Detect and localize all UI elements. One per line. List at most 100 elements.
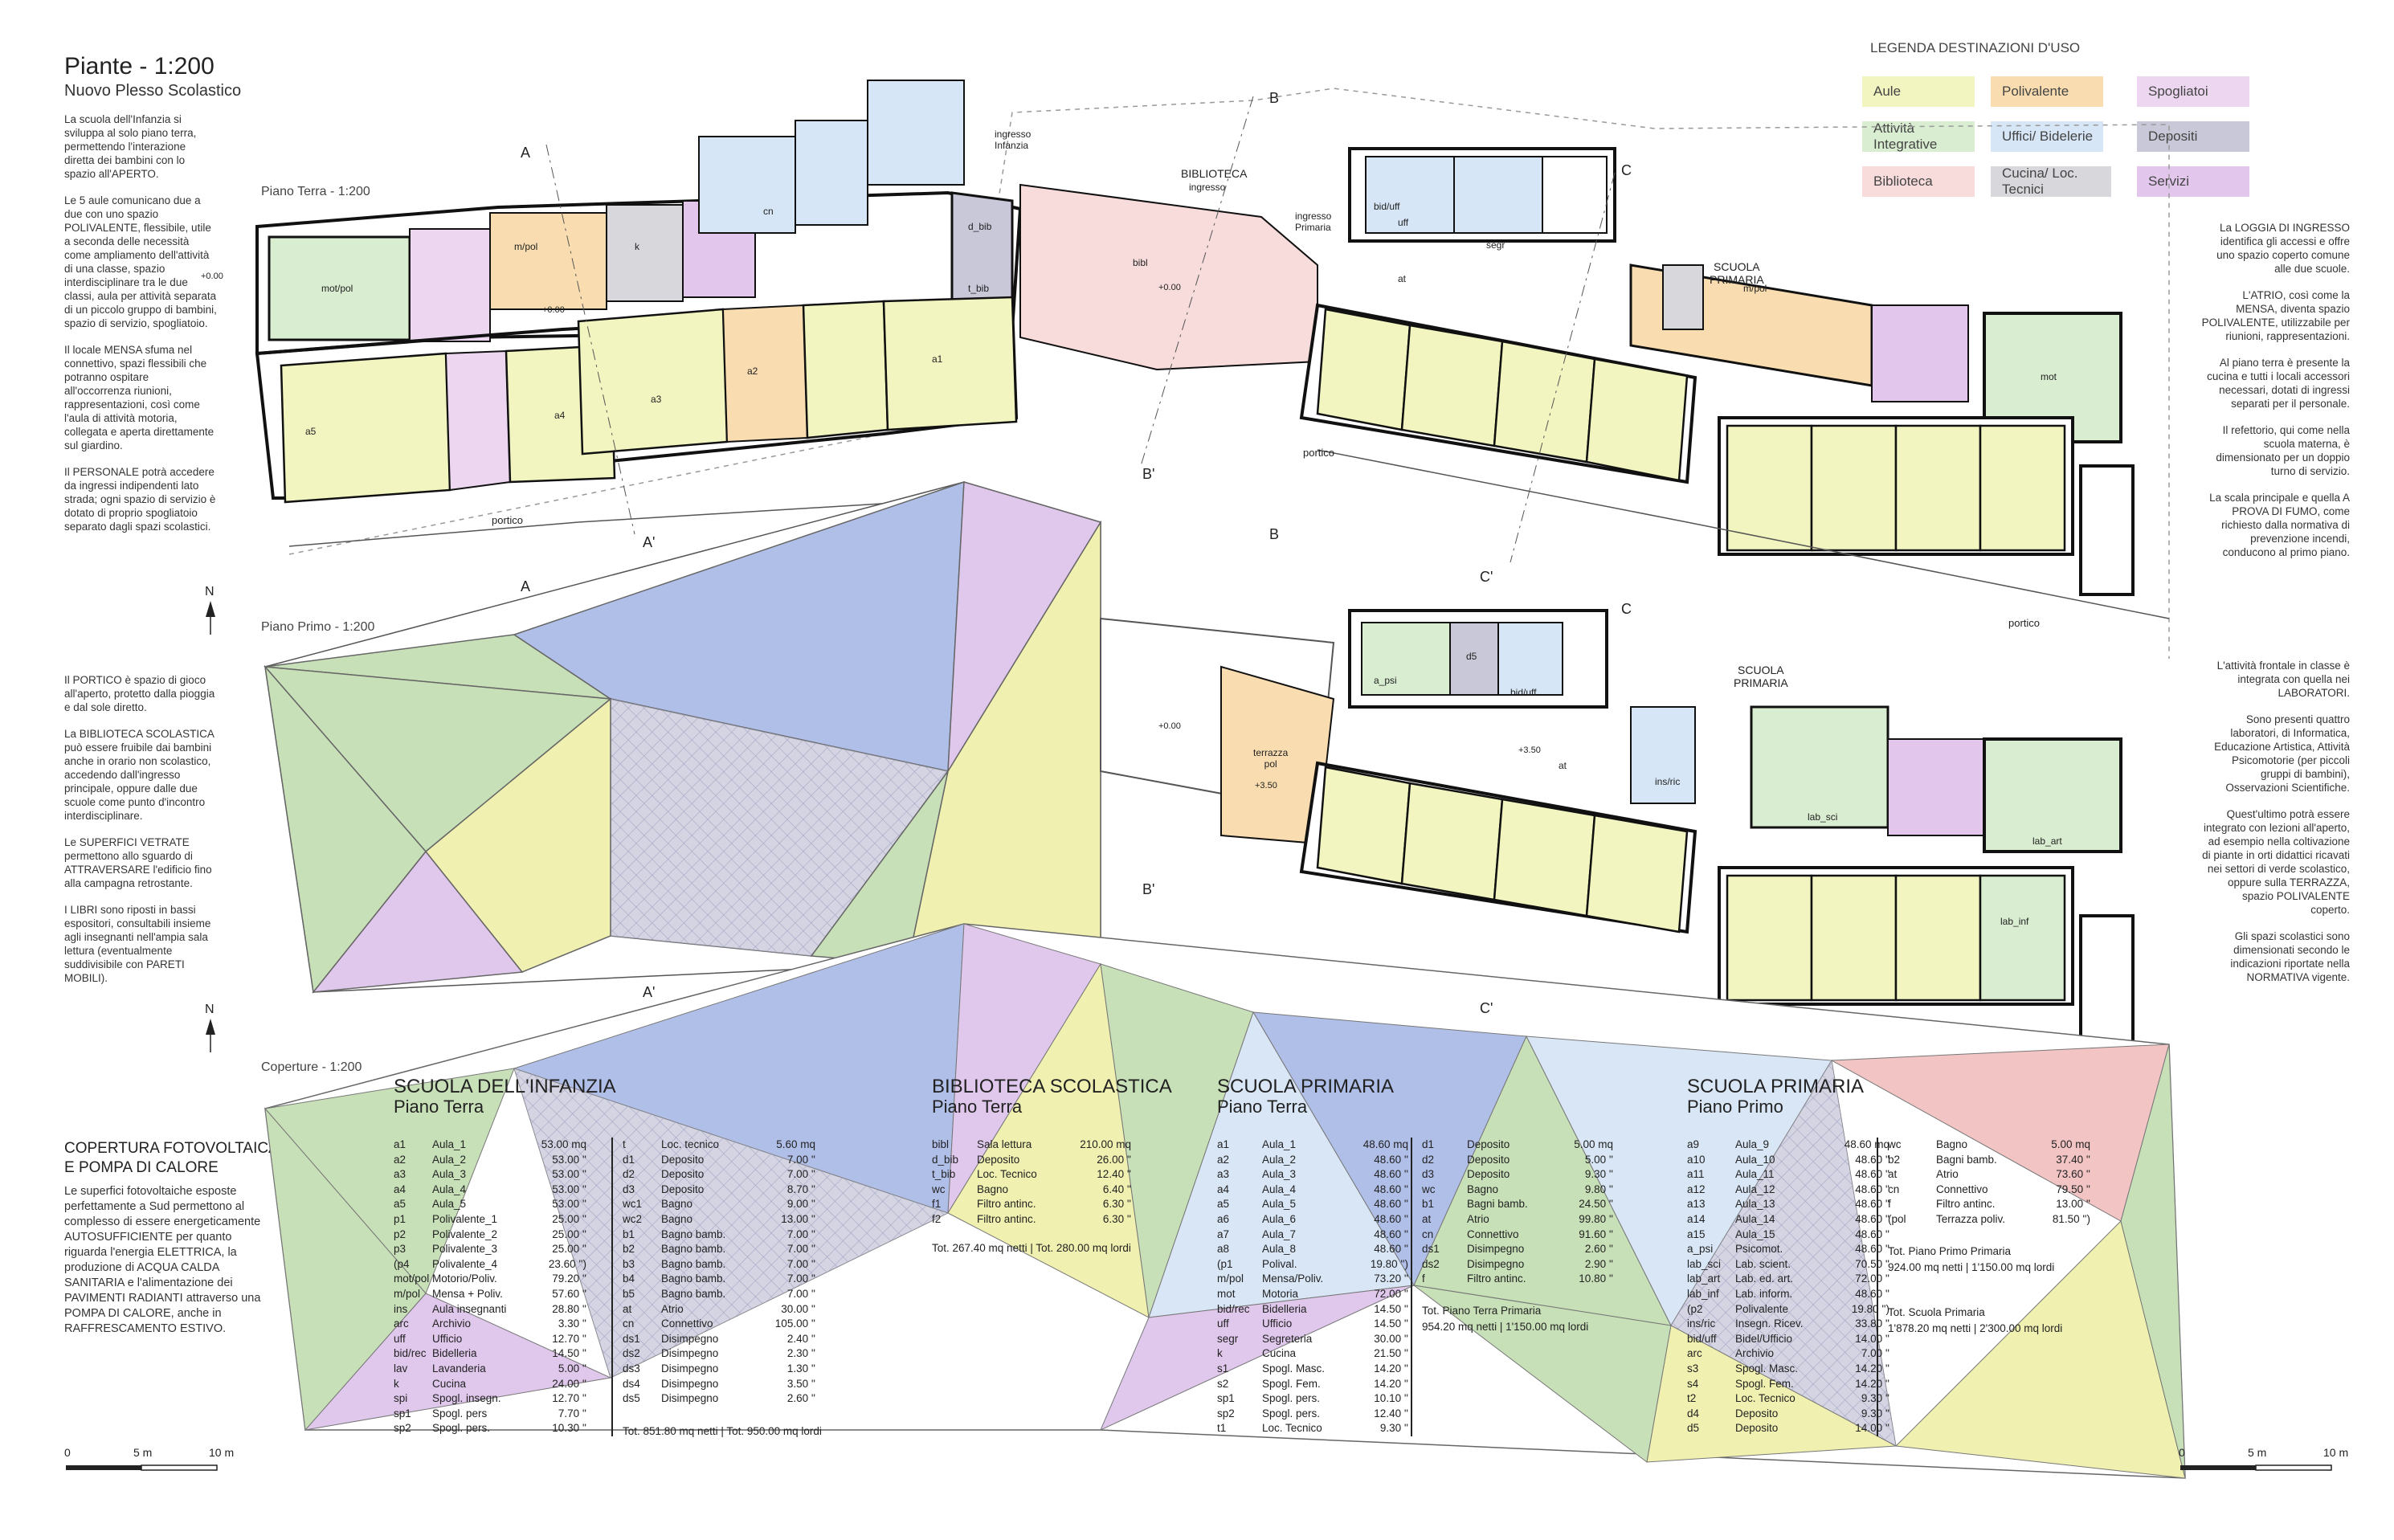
room-code: wc xyxy=(1888,1138,1902,1150)
copertura-text: Le superfici fotovoltaiche esposte perfe… xyxy=(64,1185,261,1335)
room-area: 5.60 mq xyxy=(776,1138,815,1150)
room-name: Insegn. Ricev. xyxy=(1735,1317,1804,1330)
area-table-total: Tot. 851.80 mq netti | Tot. 950.00 mq lo… xyxy=(623,1425,822,1437)
north-arrow-2 xyxy=(206,1019,215,1052)
label-primaria: PRIMARIA xyxy=(1734,676,1788,689)
room-name: Deposito xyxy=(661,1183,705,1195)
area-table-divider xyxy=(1877,1138,1878,1436)
room-name: Aula_9 xyxy=(1735,1138,1770,1150)
north-label-1: N xyxy=(205,585,214,598)
room-area: 2.40 '' xyxy=(786,1332,815,1345)
label-scuola: SCUOLA xyxy=(1738,664,1784,676)
room-area: 10.30 '' xyxy=(552,1422,586,1435)
level-350-1: +3.50 xyxy=(1518,745,1541,755)
room-code: a_psi xyxy=(1687,1243,1714,1256)
area-table-heading: SCUOLA PRIMARIA xyxy=(1217,1076,1395,1097)
room-code: d2 xyxy=(1422,1153,1435,1166)
room-label: bid/uff xyxy=(1510,687,1537,698)
room-area: 26.00 '' xyxy=(1097,1153,1131,1166)
room-name: Disimpegno xyxy=(661,1332,719,1345)
room-name: Lab. ed. art. xyxy=(1735,1272,1794,1285)
room-name: Disimpegno xyxy=(661,1362,719,1375)
room-code: ds1 xyxy=(623,1332,640,1345)
room-code: m/pol xyxy=(394,1287,421,1300)
label-scuola-primaria-pt: SCUOLA PRIMARIA xyxy=(1710,260,1764,286)
room-code: bid/rec xyxy=(1217,1302,1250,1315)
room-area: 53.00 '' xyxy=(552,1153,586,1166)
room-name: Aula_14 xyxy=(1735,1212,1775,1225)
room-area: 6.40 '' xyxy=(1102,1183,1131,1195)
room-code: uff xyxy=(394,1332,406,1345)
left-paragraph: La scuola dell'Infanzia si sviluppa al s… xyxy=(64,113,197,180)
room-code: arc xyxy=(1687,1347,1702,1360)
area-table-total: 924.00 mq netti | 1'150.00 mq lordi xyxy=(1888,1260,2055,1273)
room-area: 12.40 '' xyxy=(1097,1168,1131,1181)
room-label: segr xyxy=(1486,239,1505,251)
section-A1-2: A' xyxy=(643,984,656,1000)
room-name: Spogl. Fem. xyxy=(1262,1377,1321,1390)
room-label: a5 xyxy=(305,426,317,437)
room-name: Spogl. Fem. xyxy=(1735,1377,1794,1390)
room-area: 48.60 '' xyxy=(1374,1153,1408,1166)
room-code: lab_art xyxy=(1687,1272,1721,1285)
area-table-total: 1'878.20 mq netti | 2'300.00 mq lordi xyxy=(1888,1321,2063,1334)
room-name: Bagno bamb. xyxy=(661,1287,726,1300)
room-label: a4 xyxy=(554,410,566,421)
room-area: 14.50 '' xyxy=(1374,1317,1408,1330)
left-paragraph: Le 5 aule comunicano due a due con uno s… xyxy=(64,194,217,329)
room-code: sp1 xyxy=(394,1407,411,1419)
room-label: at xyxy=(1559,760,1567,771)
room-area: 48.60 '' xyxy=(1374,1228,1408,1240)
room-name: Deposito xyxy=(1735,1422,1779,1435)
room-name: Aula_15 xyxy=(1735,1228,1775,1240)
area-table-subheading: Piano Terra xyxy=(1217,1097,1308,1117)
room-code: a2 xyxy=(394,1153,406,1166)
room-name: Loc. tecnico xyxy=(661,1138,720,1150)
room-label: bibl xyxy=(1133,257,1148,268)
room-area: 14.20 '' xyxy=(1374,1362,1408,1375)
room-code: a1 xyxy=(394,1138,406,1150)
level-000-4: +0.00 xyxy=(1158,721,1181,731)
room-name: Ufficio xyxy=(1262,1317,1293,1330)
room-name: Aula_8 xyxy=(1262,1243,1297,1256)
label-ingresso-primaria: ingresso Primaria xyxy=(1295,210,1332,233)
room-name: Aula_3 xyxy=(1262,1168,1297,1181)
room-code: a2 xyxy=(1217,1153,1230,1166)
room-code: mot/pol xyxy=(394,1272,430,1285)
room-code: a8 xyxy=(1217,1243,1230,1256)
room-area: 9.30 '' xyxy=(1861,1392,1889,1405)
room-name: Aula_4 xyxy=(1262,1183,1297,1195)
right-paragraph: Il refettorio, qui come nella scuola mat… xyxy=(2216,424,2350,477)
legend-servizi: Servizi xyxy=(2137,166,2249,197)
room-area: 21.50 '' xyxy=(1374,1347,1408,1360)
room-area: 48.60 '' xyxy=(1855,1243,1889,1256)
room-area: 6.30 '' xyxy=(1102,1212,1131,1225)
section-B-1: B xyxy=(1269,90,1280,106)
